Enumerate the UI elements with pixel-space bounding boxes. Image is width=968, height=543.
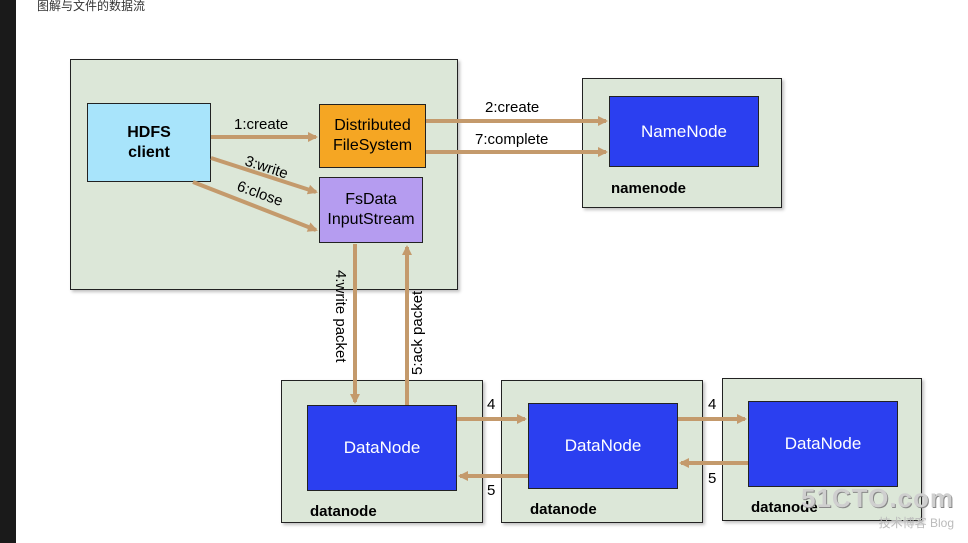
label-close6: 6:close	[235, 178, 285, 210]
edge-write3	[210, 156, 318, 195]
fsdata-inputstream-label: FsData InputStream	[327, 191, 415, 228]
datanode-label-3: DataNode	[784, 434, 862, 454]
hdfs-client-label: HDFS client	[127, 123, 171, 161]
datanode-node-3: DataNode	[748, 401, 898, 487]
label-dn23-forward: 4	[708, 396, 716, 413]
label-complete7: 7:complete	[475, 131, 548, 148]
label-dn32-back: 5	[708, 470, 716, 487]
label-ack-packet: 5:ack packet	[409, 290, 426, 375]
label-dn12-forward: 4	[487, 396, 495, 413]
label-create2: 2:create	[485, 99, 539, 116]
page-caption: 图解与文件的数据流	[37, 0, 146, 13]
datanode-container-label-2: datanode	[530, 501, 597, 518]
label-create1: 1:create	[234, 116, 288, 133]
site-watermark: 51CTO.com 技术博客 Blog	[801, 483, 954, 531]
edge-close6	[192, 180, 318, 232]
distributed-filesystem-label: Distributed FileSystem	[332, 117, 413, 154]
fsdata-inputstream-node: FsData InputStream	[319, 177, 423, 243]
datanode-label-1: DataNode	[343, 438, 421, 458]
namenode-node: NameNode	[609, 96, 759, 167]
datanode-node-1: DataNode	[307, 405, 457, 491]
left-dark-strip	[0, 0, 16, 543]
datanode-node-2: DataNode	[528, 403, 678, 489]
watermark-main: 51CTO.com	[800, 483, 954, 513]
hdfs-client-node: HDFS client	[87, 103, 211, 182]
watermark-sub: 技术博客 Blog	[878, 516, 954, 530]
namenode-label: NameNode	[641, 121, 727, 141]
label-dn21-back: 5	[487, 482, 495, 499]
datanode-label-2: DataNode	[564, 436, 642, 456]
label-write-packet: 4:write packet	[332, 270, 349, 363]
datanode-container-label-1: datanode	[310, 503, 377, 520]
namenode-container-label: namenode	[611, 180, 687, 197]
datanode-container-label-3: datanode	[751, 499, 818, 516]
distributed-filesystem-node: Distributed FileSystem	[319, 104, 426, 168]
